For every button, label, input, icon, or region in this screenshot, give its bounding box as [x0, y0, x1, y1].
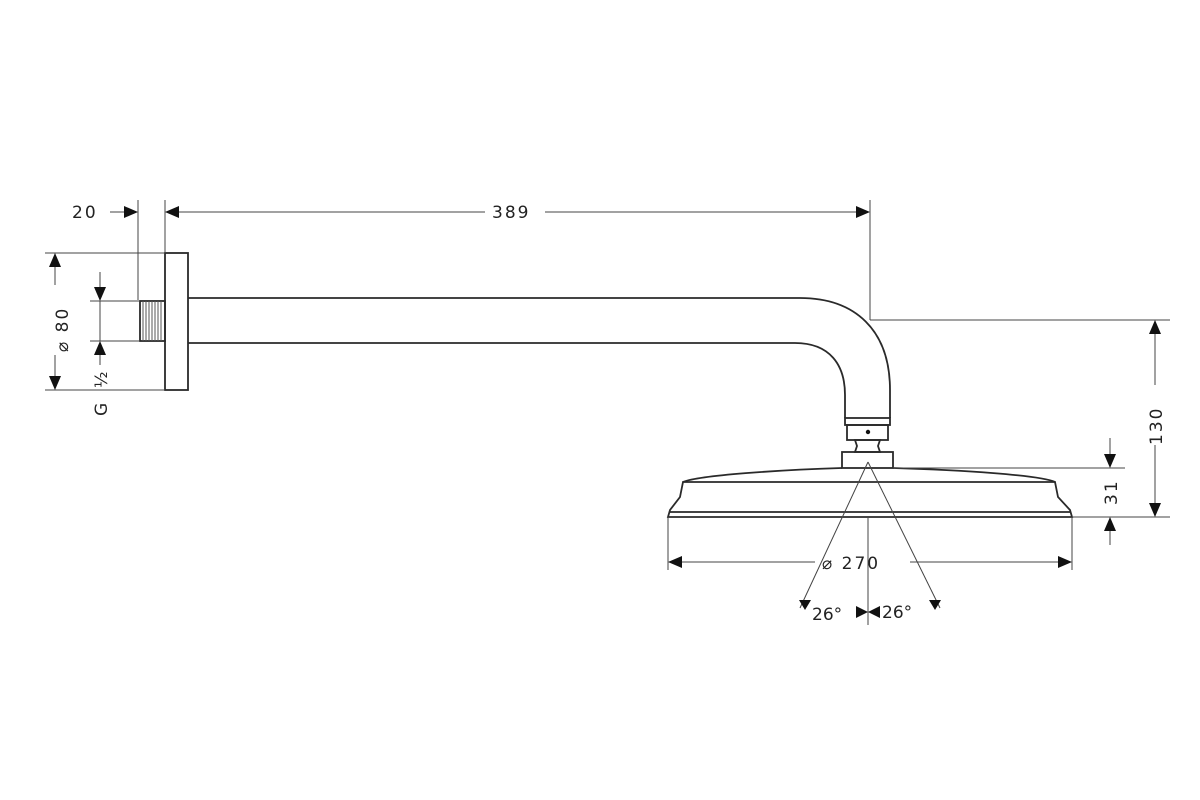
- dimension-flange-diameter: ⌀ 80: [45, 252, 165, 391]
- dimension-head-height: 31: [893, 438, 1125, 545]
- spray-angle: 26° 26°: [799, 461, 941, 625]
- thread-label-g: G: [92, 401, 112, 416]
- thread-connector: [139, 300, 166, 342]
- dim-label-270: ⌀ 270: [822, 554, 880, 574]
- dim-label-389: 389: [492, 203, 530, 223]
- dim-label-130: 130: [1147, 407, 1167, 445]
- dimension-arm-projection: 389: [179, 200, 871, 320]
- ball-joint: [841, 417, 894, 469]
- dim-label-20: 20: [72, 203, 98, 223]
- angle-label-left: 26°: [812, 605, 842, 625]
- dimension-flange-depth: 20: [72, 200, 179, 300]
- dimension-drop-height: 130: [870, 319, 1170, 518]
- dimension-thread: ½ G: [90, 272, 140, 416]
- shower-arm: [188, 297, 891, 418]
- thread-label-half: ½: [92, 370, 112, 388]
- shower-head: [666, 467, 1074, 518]
- wall-flange: [164, 252, 189, 391]
- angle-label-right: 26°: [882, 603, 912, 623]
- dim-label-80: ⌀ 80: [53, 307, 73, 352]
- dimension-head-diameter: ⌀ 270: [667, 517, 1073, 574]
- dim-label-31: 31: [1102, 479, 1122, 505]
